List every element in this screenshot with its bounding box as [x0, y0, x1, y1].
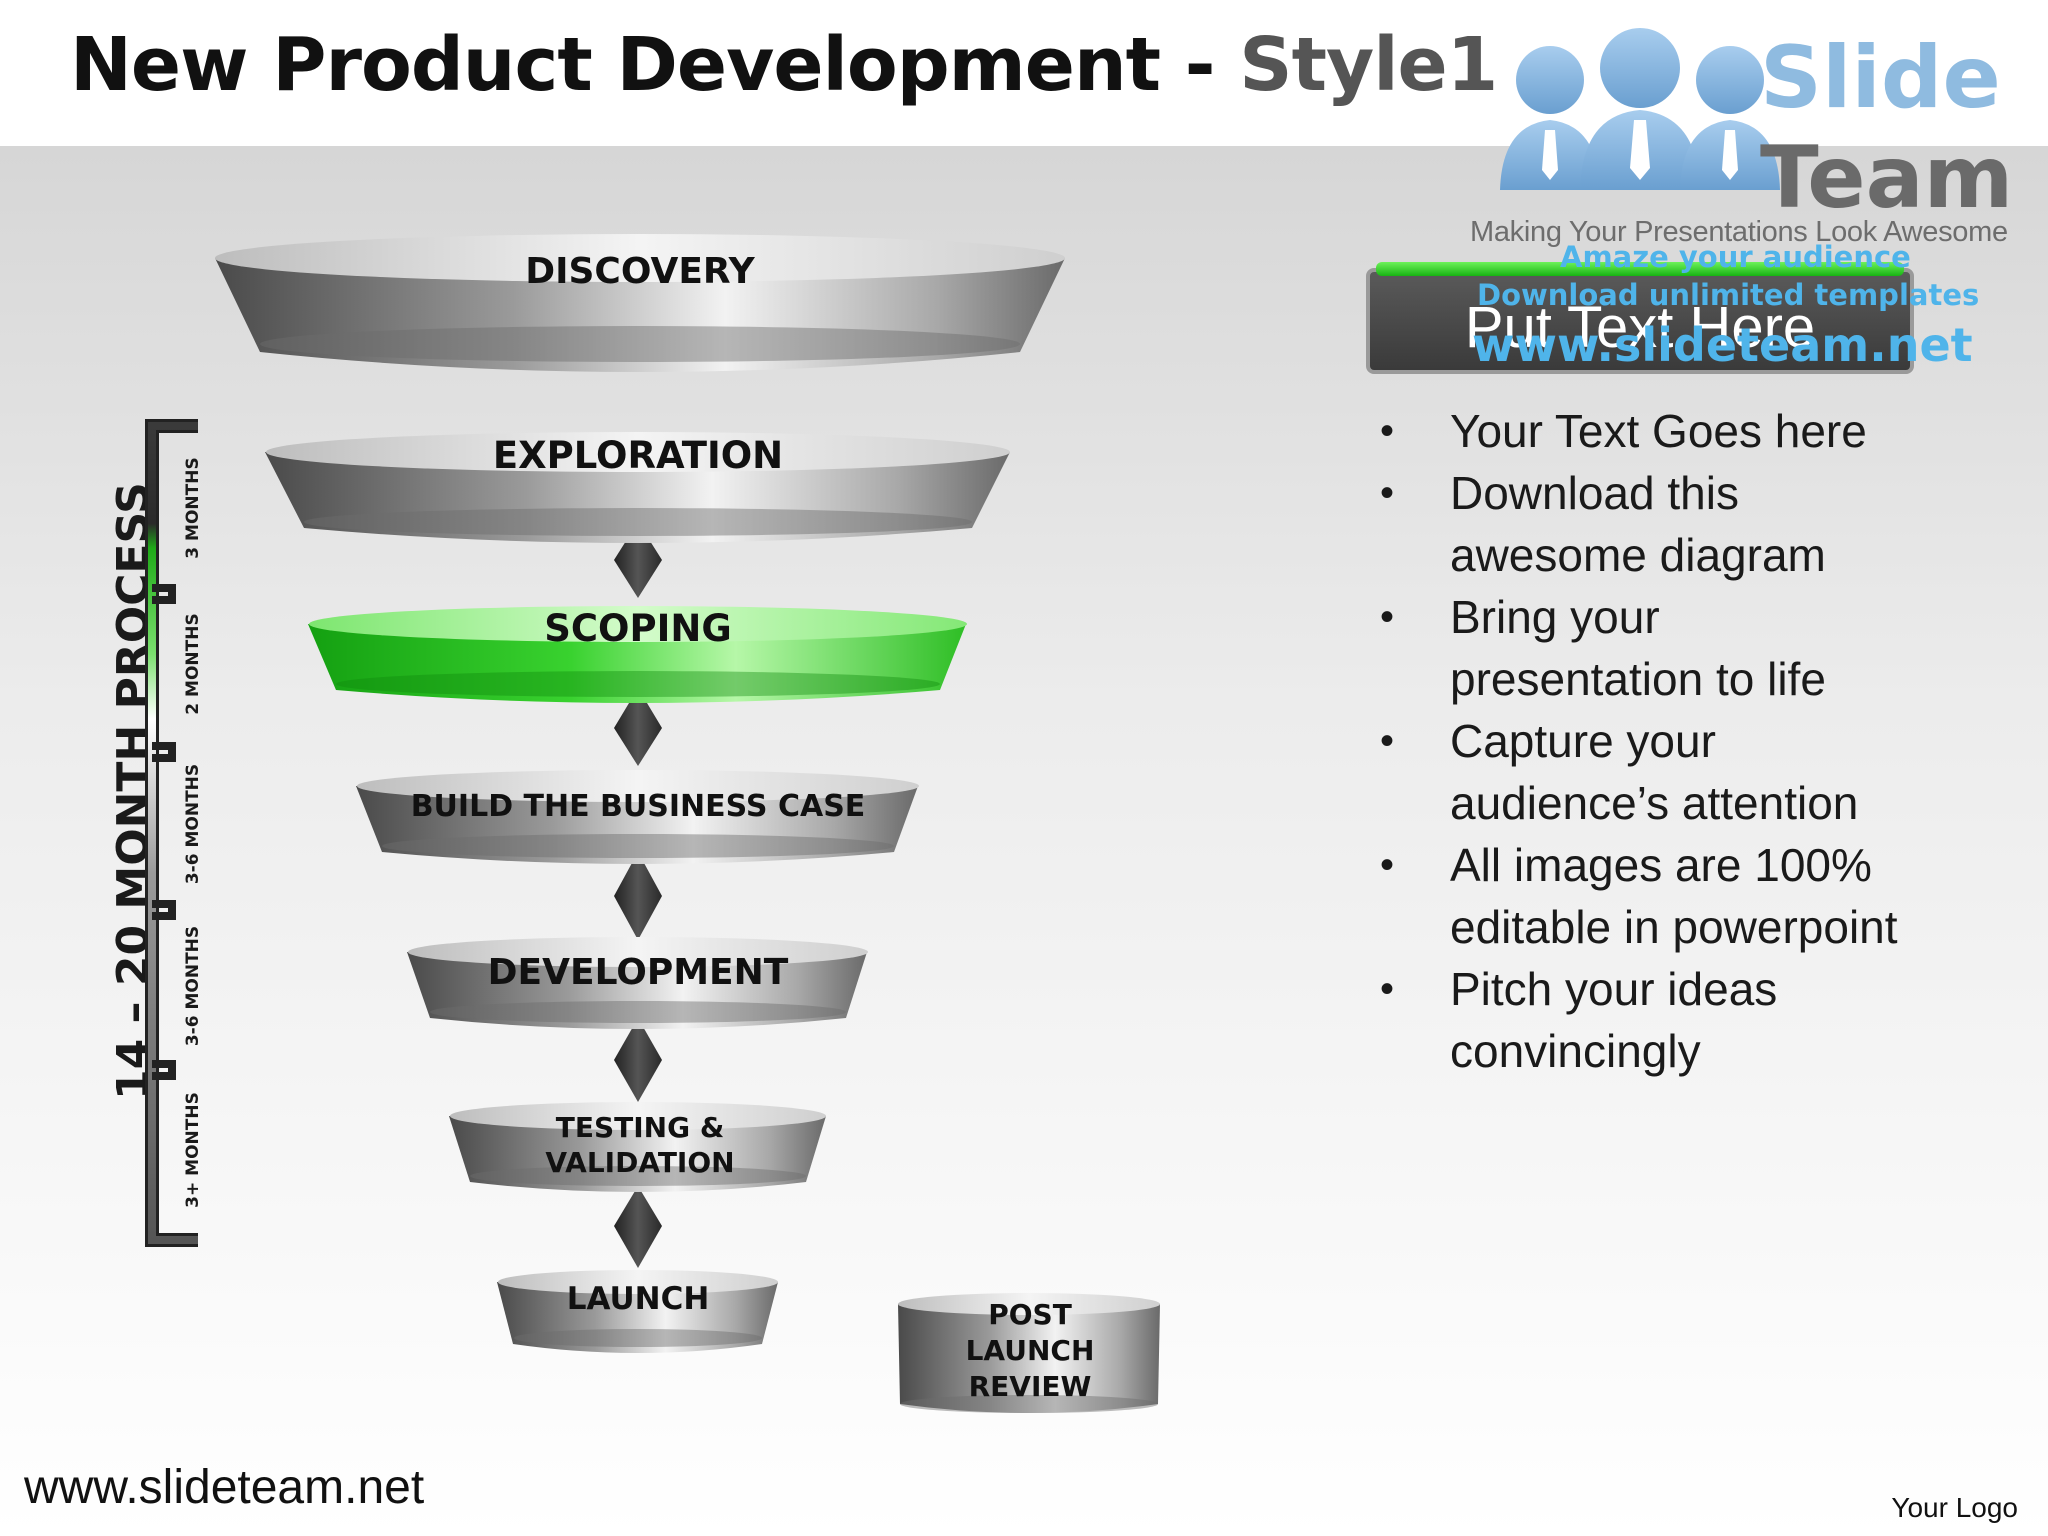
connector-diamond [614, 1186, 662, 1268]
funnel-stage-testing-validation [449, 1102, 826, 1192]
stage-label-launch: LAUNCH [566, 1281, 710, 1317]
stage-label-exploration: EXPLORATION [492, 434, 784, 477]
logo-word-team: Team [1760, 128, 2014, 228]
stage-label-discovery: DISCOVERY [525, 251, 755, 292]
logo-tagline: Making Your Presentations Look Awesome [1470, 216, 2008, 248]
slideteam-logo: Slide Team Making Your Presentations Loo… [1470, 20, 2030, 380]
stage-label-post-launch-review: POST LAUNCH REVIEW [965, 1298, 1095, 1403]
funnel-stage-discovery [215, 234, 1065, 372]
funnel-stage-scoping [308, 606, 967, 703]
funnel-stage-development [407, 937, 868, 1029]
logo-word-slide: Slide [1760, 28, 2001, 128]
page-title: New Product Development - Style1 [70, 22, 1498, 108]
bullet-item: Your Text Goes here [1380, 400, 1920, 462]
funnel-stage-launch [497, 1270, 778, 1353]
connector-diamond [614, 852, 662, 940]
bullet-item: Capture your audience’s attention [1380, 710, 1920, 834]
footer-url[interactable]: www.slideteam.net [24, 1461, 425, 1514]
text-box-heading: Put Text Here [1464, 295, 1816, 360]
text-box-header: Put Text Here [1366, 262, 1914, 374]
bullet-item: All images are 100% editable in powerpoi… [1380, 834, 1920, 958]
footer-logo-placeholder: Your Logo [1891, 1492, 2018, 1523]
stage-label-testing-validation: TESTING & VALIDATION [545, 1111, 735, 1179]
title-main: New Product Development - [70, 22, 1216, 108]
team-people-icon [1500, 28, 1780, 190]
watermark-line-1: Amaze your audience [1560, 240, 1911, 274]
connector-diamond [614, 688, 662, 766]
bullet-item: Bring your presentation to life [1380, 586, 1920, 710]
funnel-stage-exploration [265, 432, 1010, 543]
title-suffix: Style1 [1239, 22, 1498, 108]
watermark-line-2: Download unlimited templates [1477, 278, 1980, 312]
funnel-stage-post-launch-review [898, 1293, 1160, 1413]
bullet-list: Your Text Goes here Download this awesom… [1380, 400, 1920, 1082]
stage-label-development: DEVELOPMENT [487, 952, 789, 993]
text-box-accent [1376, 262, 1904, 276]
bullet-item: Download this awesome diagram [1380, 462, 1920, 586]
watermark-line-3: www.slideteam.net [1472, 318, 1973, 372]
stage-label-build-business-case: BUILD THE BUSINESS CASE [410, 789, 866, 824]
connector-diamond [614, 1018, 662, 1102]
bullet-item: Pitch your ideas convincingly [1380, 958, 1920, 1082]
funnel-stage-build-business-case [356, 770, 919, 864]
stage-label-scoping: SCOPING [544, 607, 732, 650]
